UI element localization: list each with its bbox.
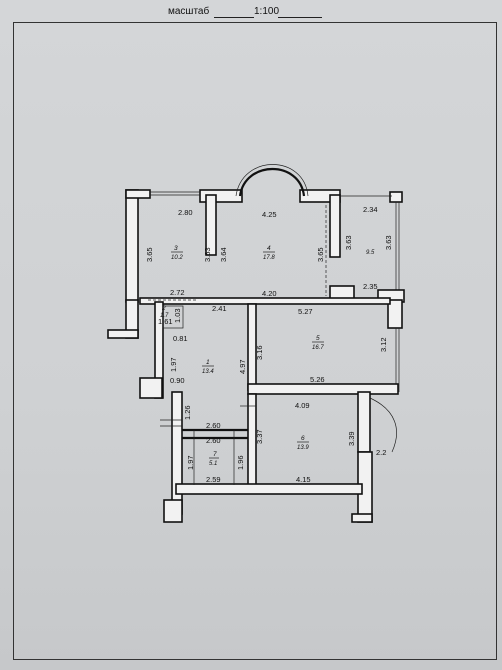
wall-pillar-right-of-4 [329,194,341,258]
dim-1.26: 1.26 [183,405,192,420]
dim-5.27: 5.27 [298,307,313,316]
dim-3.63-room9: 3.63 [344,235,353,250]
dim-4.97: 4.97 [238,359,247,374]
dim-2.72: 2.72 [170,288,185,297]
dim-3.16: 3.16 [255,345,264,360]
dim-3.65-left: 3.65 [145,247,154,262]
dim-4.09: 4.09 [295,401,310,410]
walls [107,164,405,523]
dim-2.41: 2.41 [212,304,227,313]
wall-top-right-corner [389,191,403,203]
wall-bottom-right-foot [351,513,373,523]
dimension-labels: 2.80 4.25 2.34 3.65 3.63 3.64 3.65 3.63 … [145,205,393,484]
dim-3.63-room3: 3.63 [203,247,212,262]
dim-3.65-room4: 3.65 [316,247,325,262]
dim-0.81: 0.81 [173,334,188,343]
dim-1.03: 1.03 [173,308,182,323]
dim-2.60-lower: 2.60 [206,436,221,445]
dim-2.59: 2.59 [206,475,221,484]
wall-right-room5-upper [387,299,403,329]
dim-1.97-bath: 1.97 [186,455,195,470]
closet-room2 [162,305,184,329]
wall-bottom [175,483,363,495]
dim-4.15: 4.15 [296,475,311,484]
dim-2.34: 2.34 [363,205,378,214]
drawing-frame [13,22,497,660]
bay-window-arch [238,167,306,197]
room-3-number: 3 [174,245,178,252]
room-7-area: 5.1 [209,461,217,467]
dim-5.26: 5.26 [310,375,325,384]
bay-window-arch-outer [235,164,309,197]
room-2-number: 2 [161,305,166,312]
dim-2.80: 2.80 [178,208,193,217]
dim-3.37: 3.37 [255,429,264,444]
dim-1.61: 1.61 [158,317,173,326]
wall-left-entry [139,377,163,399]
room-5-number: 5 [316,335,320,342]
wall-left-upper [125,189,139,303]
dim-3.63-right: 3.63 [384,235,393,250]
room-1-number: 1 [206,359,210,366]
dim-4.20: 4.20 [262,289,277,298]
room-1-area: 13.4 [202,369,214,375]
scale-bar: масштаб 1:100 [168,6,338,20]
wall-right-room6 [357,391,371,453]
wall-horizontal-upper [139,297,391,305]
room-2-area: 1.7 [160,313,169,319]
room-4-number: 4 [267,245,271,252]
dim-0.90: 0.90 [170,376,185,385]
room-3-area: 10.2 [171,255,183,261]
room-5-area: 16.7 [312,345,324,351]
wall-horizontal-mid [247,383,399,395]
scale-label: масштаб [168,6,210,17]
dim-4.25: 4.25 [262,210,277,219]
dim-1.96: 1.96 [236,455,245,470]
wall-left-notch [107,329,139,339]
dim-1.97-left: 1.97 [169,357,178,372]
room-7-number: 7 [213,451,217,458]
wall-top-left-stub [125,189,151,199]
dim-2.35: 2.35 [363,282,378,291]
room-6-number: 6 [301,435,305,442]
dim-3.64: 3.64 [219,247,228,262]
dim-2.2: 2.2 [376,448,386,457]
wall-bottom-left-foot [163,499,183,523]
scale-value: 1:100 [254,6,280,17]
dim-3.12: 3.12 [379,337,388,352]
door-swing-room6 [369,397,397,453]
room-4-area: 17.8 [263,255,275,261]
room-labels: 3 10.2 4 17.8 9.5 2 1.7 1 13.4 5 16.7 6 … [160,245,375,467]
dim-3.39: 3.39 [347,431,356,446]
room-balcony-area: 9.5 [366,250,375,256]
scale-underline-right [278,17,322,18]
scale-underline-left [214,17,254,18]
wall-pillar-left-of-4 [205,194,217,256]
room-6-area: 13.9 [297,445,309,451]
wall-left-bottom [171,391,183,515]
dim-2.60-upper: 2.60 [206,421,221,430]
